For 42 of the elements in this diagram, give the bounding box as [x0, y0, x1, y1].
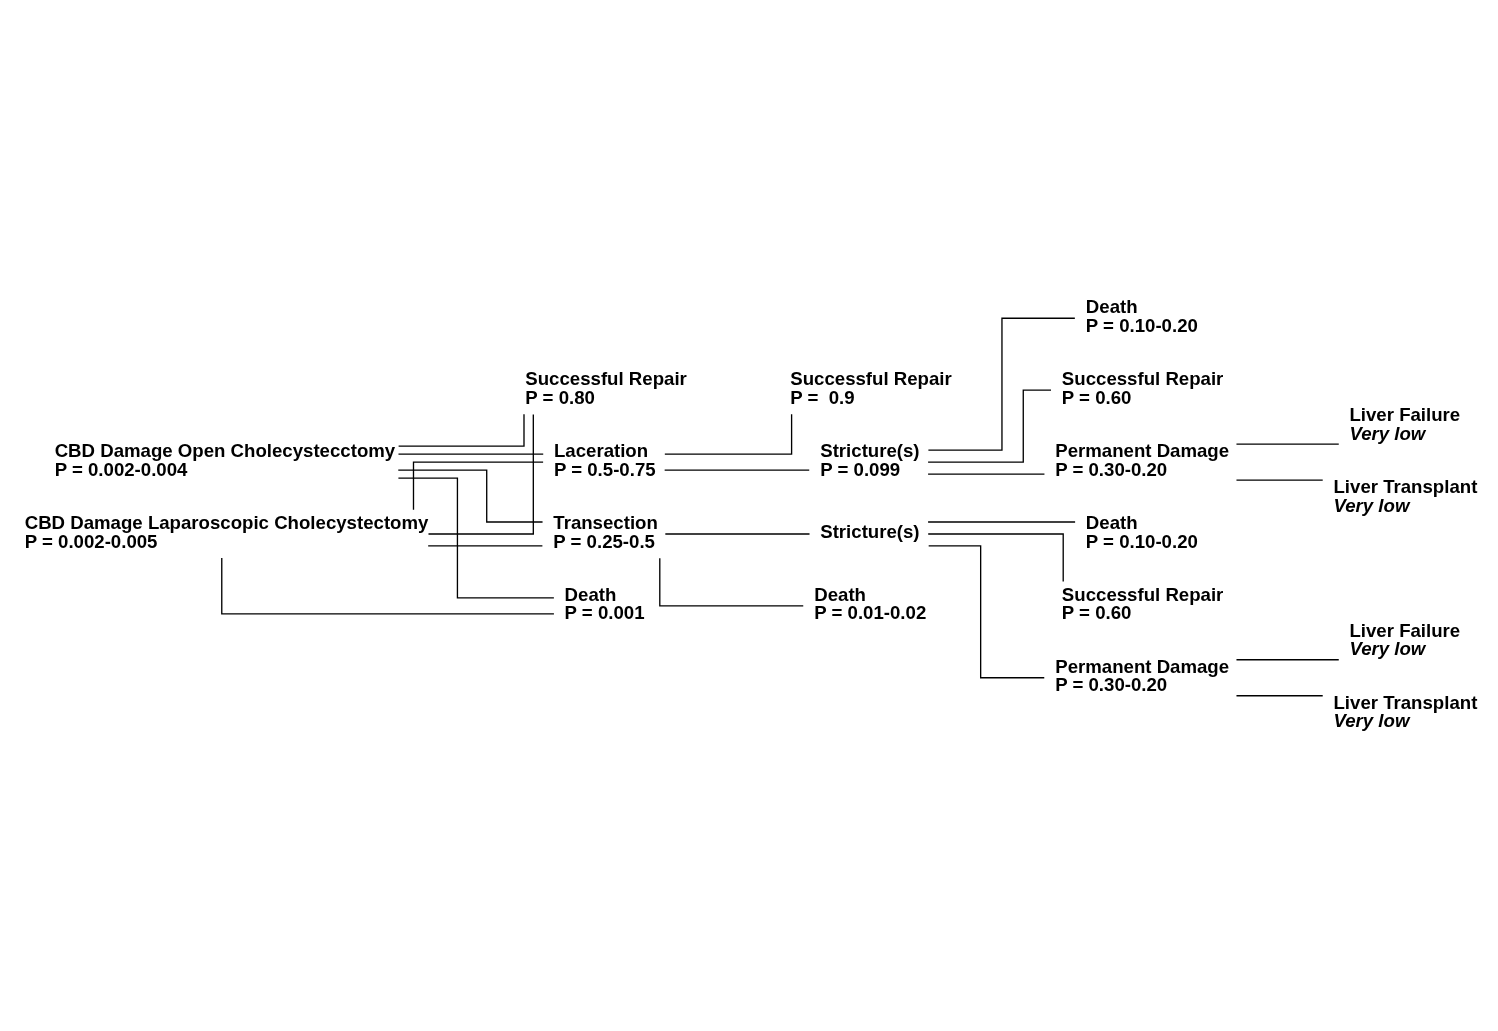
- connector: [1235, 658, 1340, 660]
- connector: [397, 476, 555, 599]
- node-text: Liver Transplant Very low: [1333, 475, 1478, 516]
- node-text: CBD Damage Laparoscopic Cholecystectomy P = 0.002-0.005: [24, 511, 429, 552]
- node-text: Permanent Damage P = 0.30-0.20: [1055, 655, 1230, 695]
- node-text: Successful Repair P = 0.9: [790, 367, 952, 408]
- node-text: Death P = 0.10-0.20: [1085, 511, 1198, 552]
- node-text: Liver Failure Very low: [1349, 619, 1461, 659]
- node-text: Successful Repair P = 0.60: [1061, 583, 1224, 623]
- connector: [397, 452, 544, 455]
- connector: [927, 317, 1076, 451]
- node-text: Permanent Damage P = 0.30-0.20: [1055, 439, 1230, 480]
- connector: [1235, 442, 1340, 445]
- connector: [427, 413, 534, 535]
- node-text: Stricture(s): [820, 520, 920, 542]
- node-text: Death P = 0.01-0.02: [814, 583, 927, 623]
- connector: [664, 413, 793, 455]
- node-text: Transection P = 0.25-0.5: [553, 511, 658, 552]
- connector: [221, 556, 555, 615]
- node-text: Successful Repair P = 0.60: [1061, 367, 1224, 408]
- connector: [397, 468, 544, 523]
- node-text: Successful Repair P = 0.80: [525, 367, 687, 408]
- connector: [1235, 694, 1324, 696]
- connector: [427, 544, 544, 547]
- node-text: Death P = 0.10-0.20: [1085, 295, 1198, 336]
- connector: [928, 544, 1045, 678]
- connector: [412, 460, 544, 510]
- connector: [927, 389, 1052, 463]
- connector: [664, 468, 810, 471]
- node-text: Stricture(s) P = 0.099: [820, 439, 920, 480]
- connector: [927, 520, 1076, 523]
- connector: [659, 557, 804, 607]
- connector: [927, 472, 1046, 475]
- node-text: Liver Failure Very low: [1349, 403, 1461, 444]
- connector: [927, 532, 1064, 582]
- connector: [664, 532, 811, 535]
- connector: [397, 413, 525, 447]
- node-text: Death P = 0.001: [564, 583, 645, 623]
- node-text: Liver Transplant Very low: [1333, 691, 1478, 731]
- connector: [1235, 478, 1324, 481]
- node-text: CBD Damage Open Cholecystecctomy P = 0.002-0.004: [54, 439, 396, 480]
- node-text: Laceration P = 0.5-0.75: [553, 439, 656, 480]
